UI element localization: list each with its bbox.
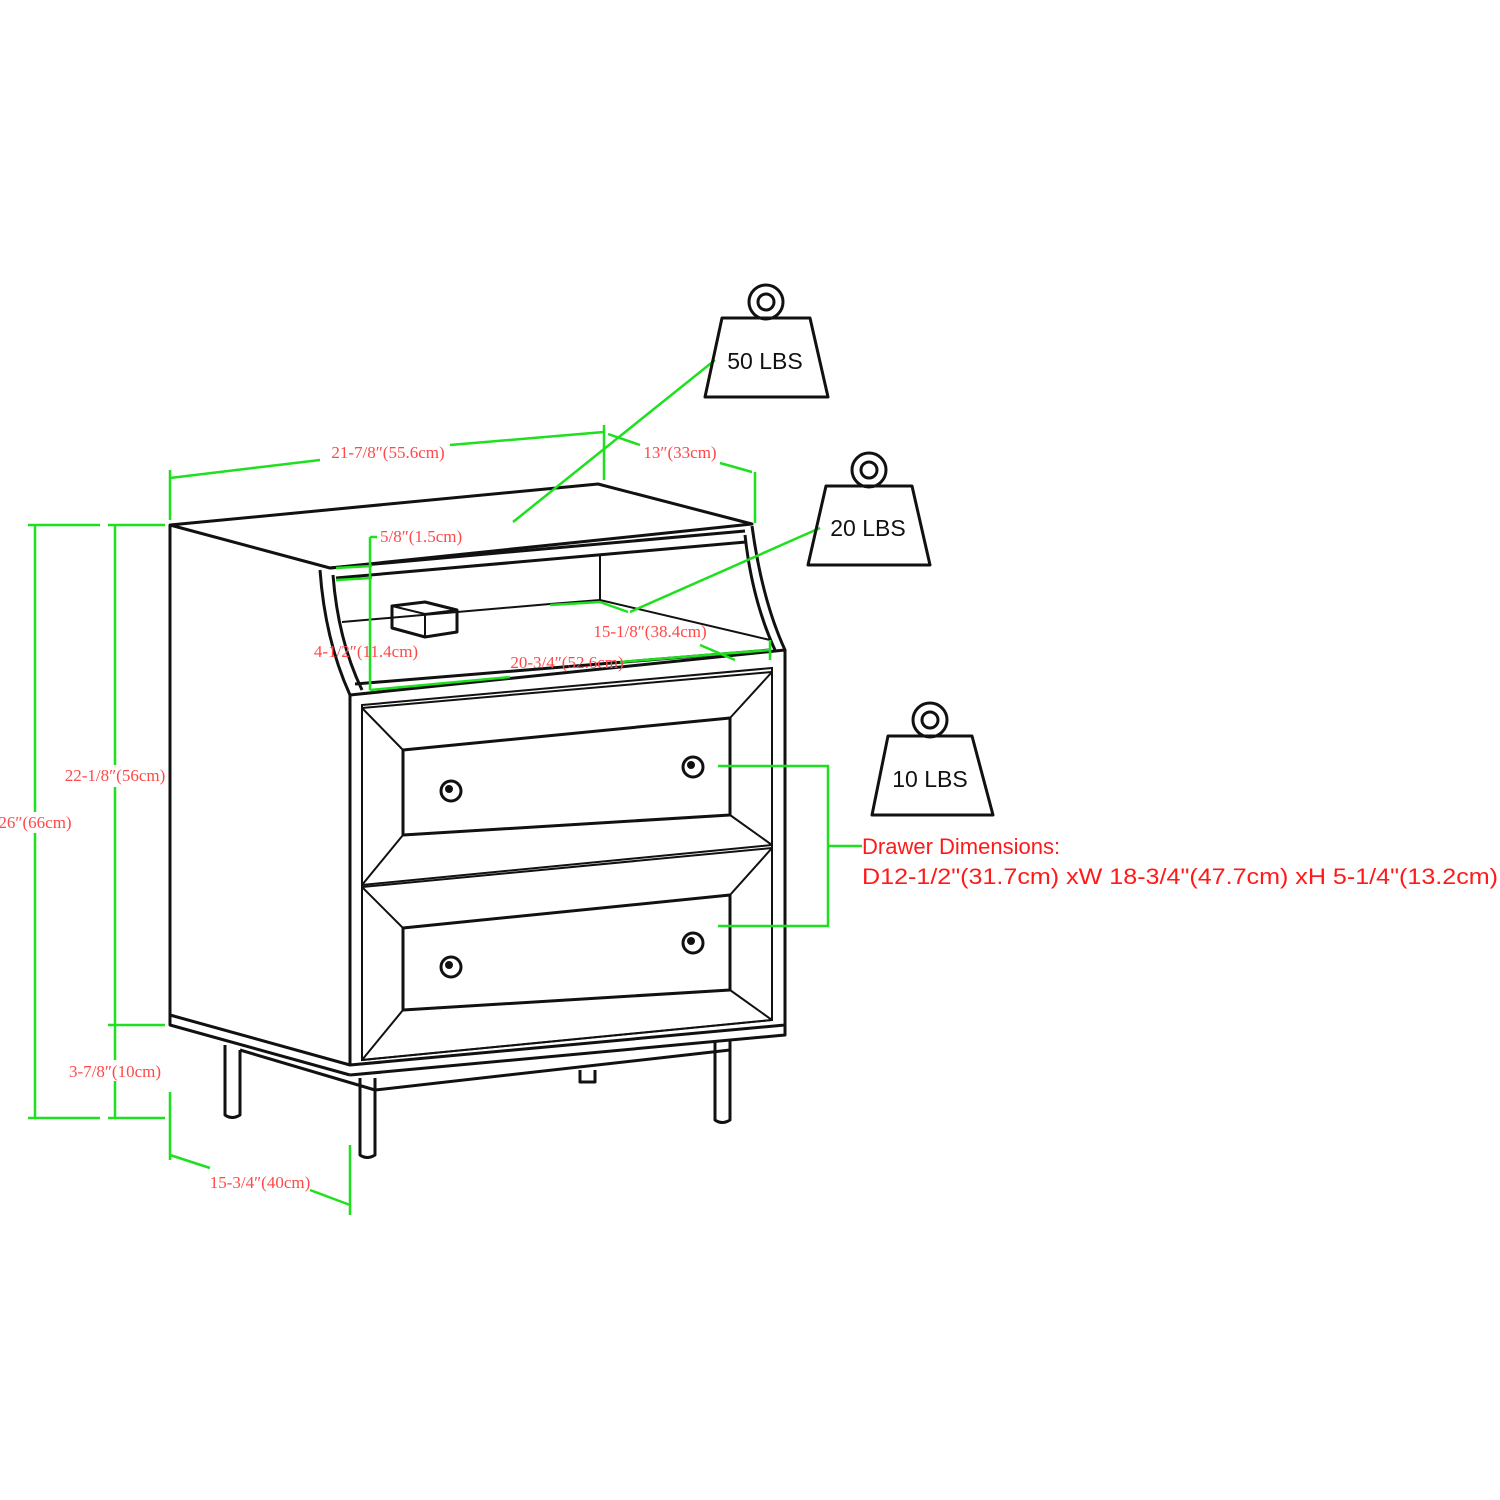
weight-icon — [703, 283, 830, 399]
drawer-dimensions: Drawer Dimensions: D12-1/2"(31.7cm) xW 1… — [862, 834, 1498, 889]
shelf-width-label: 20-3/4″(52.6cm) — [510, 653, 623, 672]
total-depth-label: 15-3/4″(40cm) — [210, 1173, 311, 1192]
drawer-top[interactable] — [361, 670, 773, 887]
nightstand-drawing — [168, 482, 787, 1159]
weight-icon — [806, 451, 932, 567]
leg-height-label: 3-7/8″(10cm) — [69, 1062, 161, 1081]
charging-station — [390, 600, 459, 639]
drawer-bottom[interactable] — [361, 846, 773, 1062]
weight-label-drawer: 10 LBS — [892, 766, 967, 792]
dimension-lines — [28, 359, 862, 1215]
total-height-label: 26″(66cm) — [0, 813, 72, 832]
width-top-label: 21-7/8″(55.6cm) — [331, 443, 444, 462]
shelf-depth-label: 15-1/8″(38.4cm) — [593, 622, 706, 641]
weight-capacity-top: 50 LBS — [703, 283, 830, 399]
weight-capacity-drawer: 10 LBS — [870, 701, 995, 817]
depth-top-label: 13″(33cm) — [643, 443, 716, 462]
weight-icon — [870, 701, 995, 817]
shelf-height-label: 4-1/2″(11.4cm) — [314, 642, 418, 661]
panel-thickness-label: 5/8″(1.5cm) — [380, 527, 462, 546]
body-height-label: 22-1/8″(56cm) — [65, 766, 166, 785]
dimension-labels: 21-7/8″(55.6cm) 13″(33cm) 5/8″(1.5cm) 15… — [0, 443, 717, 1192]
weight-capacity-shelf: 20 LBS — [806, 451, 932, 567]
drawer-knobs — [439, 755, 705, 979]
drawer-dimensions-title: Drawer Dimensions: — [862, 834, 1060, 859]
drawer-dimensions-values: D12-1/2"(31.7cm) xW 18-3/4"(47.7cm) xH 5… — [862, 864, 1498, 889]
weight-label-top: 50 LBS — [727, 348, 802, 374]
weight-label-shelf: 20 LBS — [830, 515, 905, 541]
legs — [223, 1040, 732, 1159]
